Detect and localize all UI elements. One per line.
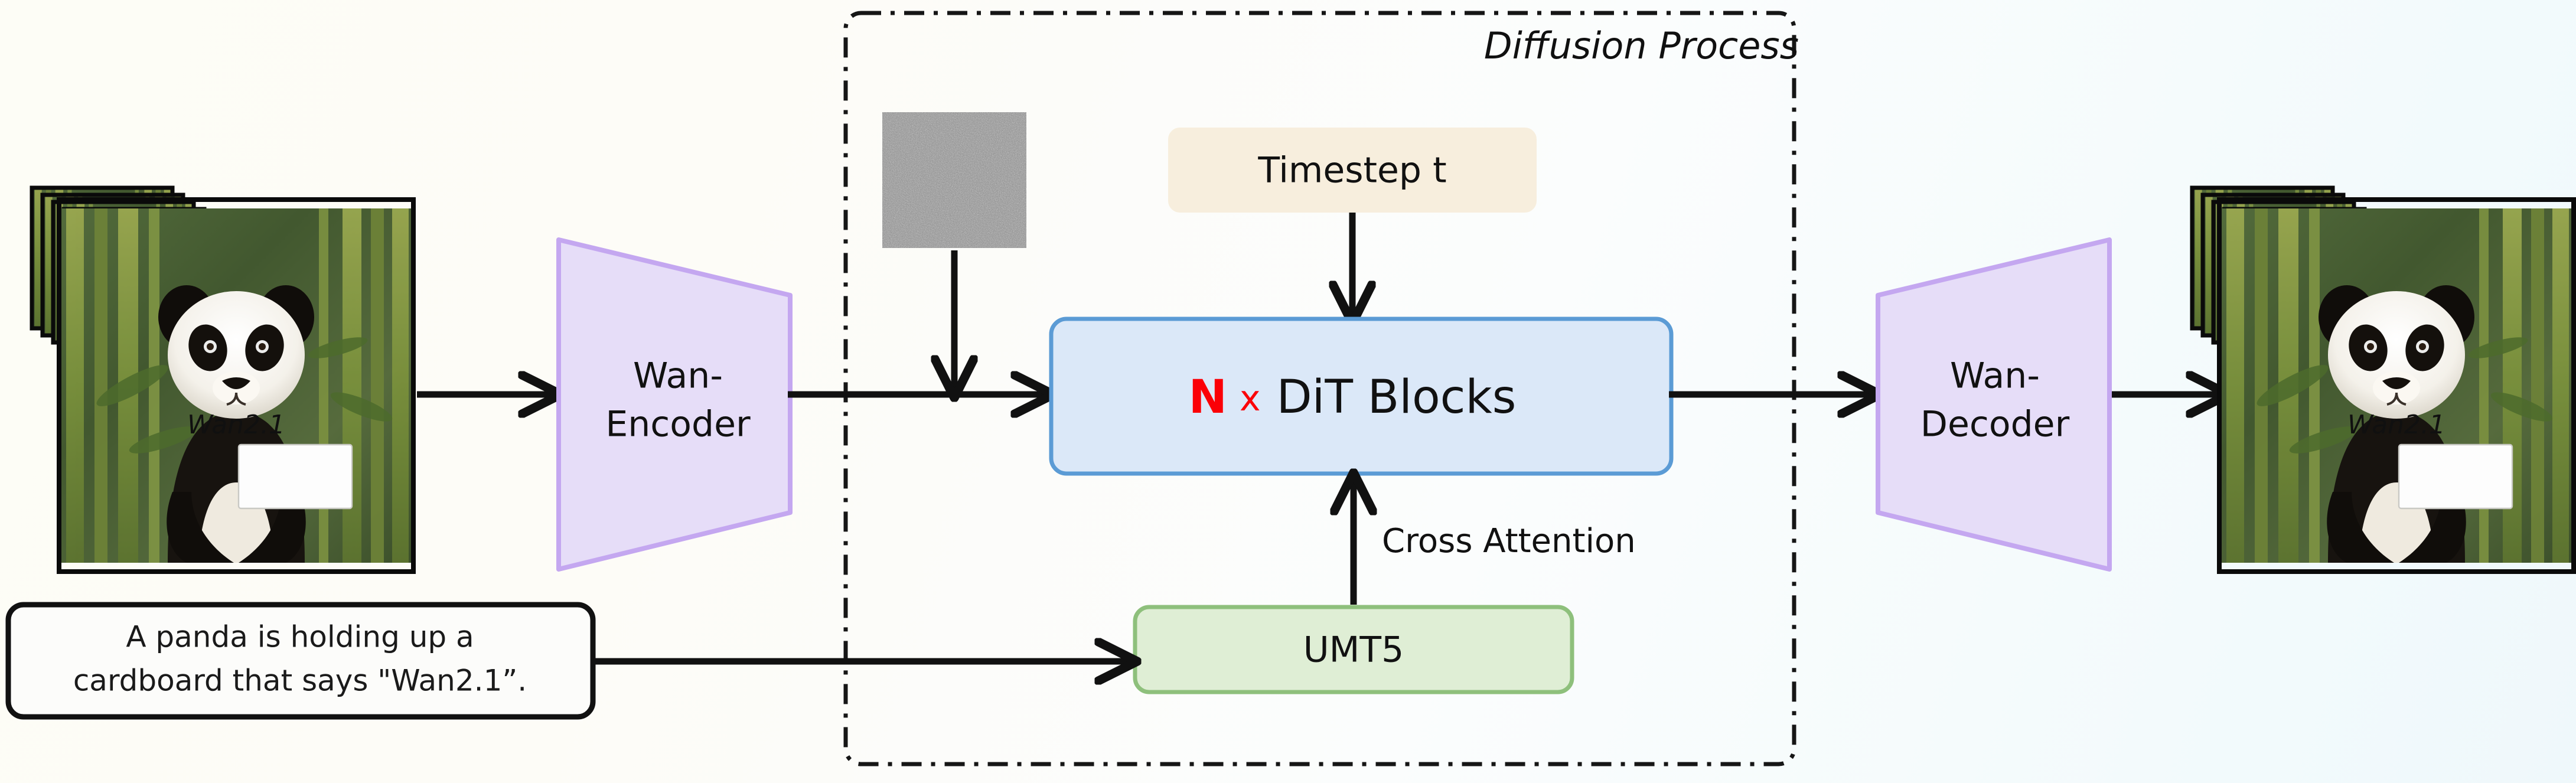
node-prompt-box[interactable]: A panda is holding up a cardboard that s… — [5, 602, 596, 720]
node-umt5[interactable]: UMT5 — [1133, 605, 1574, 694]
diffusion-process-group: Diffusion Process — [843, 11, 1799, 766]
wan-encoder-label-line1: Wan- — [633, 355, 723, 397]
output-frame-sign-text: Wan2.1 — [2347, 410, 2445, 440]
wan-encoder-label-line2: Encoder — [605, 404, 751, 445]
output-frame-front — [2217, 197, 2576, 574]
dit-blocks-rest: DiT Blocks — [1277, 371, 1517, 424]
node-wan-encoder[interactable]: Wan- Encoder — [556, 237, 793, 572]
node-timestep[interactable]: Timestep t — [1168, 128, 1537, 213]
output-frame-stack: Wan2.1 — [2190, 185, 2576, 574]
umt5-label: UMT5 — [1303, 629, 1404, 671]
prompt-line1: A panda is holding up a — [126, 620, 474, 654]
prompt-line2: cardboard that says "Wan2.1”. — [73, 664, 527, 698]
timestep-label: Timestep t — [1257, 150, 1446, 191]
input-frame-front — [57, 197, 416, 574]
wan-decoder-label-line2: Decoder — [1920, 404, 2070, 445]
diffusion-process-label: Diffusion Process — [1484, 24, 1799, 67]
input-frame-sign-text: Wan2.1 — [187, 410, 285, 440]
node-dit-blocks[interactable]: N x DiT Blocks — [1049, 317, 1674, 476]
node-noise-latent — [882, 112, 1026, 248]
dit-blocks-x: x — [1240, 378, 1261, 419]
input-frame-stack: Wan2.1 — [30, 185, 416, 574]
cross-attention-label: Cross Attention — [1382, 522, 1636, 560]
node-wan-decoder[interactable]: Wan- Decoder — [1876, 237, 2112, 572]
dit-blocks-label-group: N x DiT Blocks — [1189, 371, 1517, 424]
dit-blocks-n: N — [1189, 371, 1227, 424]
wan-decoder-label-line1: Wan- — [1950, 355, 2040, 397]
